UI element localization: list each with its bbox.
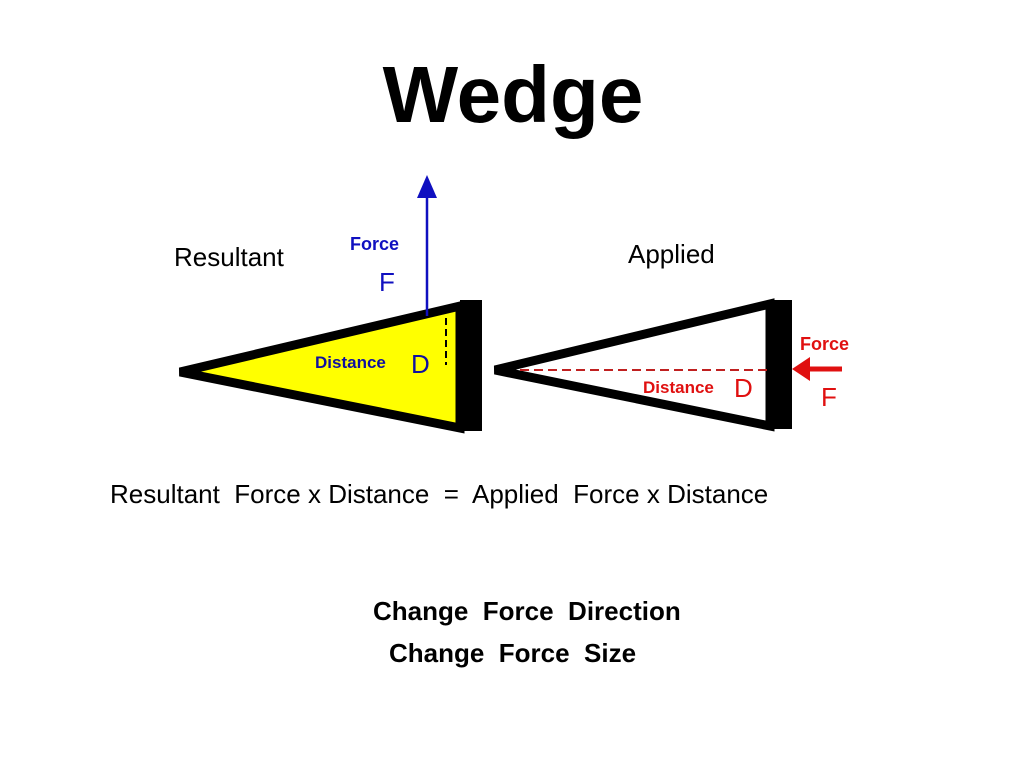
resultant-distance-label: Distance xyxy=(315,353,386,372)
bullet-change-direction: Change Force Direction xyxy=(373,596,681,626)
applied-wedge-back xyxy=(768,300,792,429)
resultant-distance-symbol: D xyxy=(411,349,430,379)
applied-arrowhead-icon xyxy=(792,357,810,381)
applied-distance-label: Distance xyxy=(643,378,714,397)
resultant-force-label: Force xyxy=(350,234,399,254)
applied-label: Applied xyxy=(628,239,715,269)
applied-distance-symbol: D xyxy=(734,373,753,403)
bullet-change-size: Change Force Size xyxy=(389,638,636,668)
resultant-arrowhead-icon xyxy=(417,175,437,198)
applied-wedge xyxy=(493,298,775,432)
resultant-wedge-back xyxy=(460,300,482,431)
resultant-label: Resultant xyxy=(174,242,285,272)
applied-force-symbol: F xyxy=(821,382,837,412)
slide-title: Wedge xyxy=(383,50,644,139)
equation: Resultant Force x Distance = Applied For… xyxy=(110,479,768,509)
resultant-force-symbol: F xyxy=(379,267,395,297)
applied-force-label: Force xyxy=(800,334,849,354)
